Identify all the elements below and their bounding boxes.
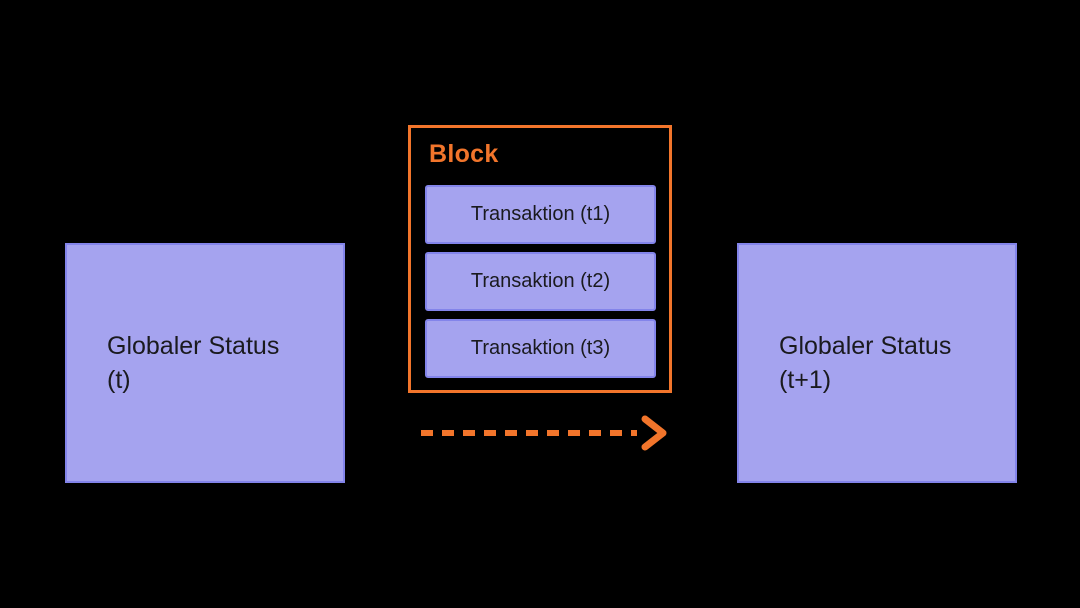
transaction-stack: Transaktion (t1) Transaktion (t2) Transa… (425, 185, 656, 378)
global-state-t-plus-1-label-line1: Globaler Status (779, 332, 952, 360)
dashed-arrow-head (641, 415, 667, 451)
global-state-t-label-line2: (t) (107, 366, 131, 394)
transaction-t2-label: Transaktion (t2) (470, 270, 611, 292)
transaction-box-t1: Transaktion (t1) (425, 185, 656, 244)
global-state-t-plus-1-label-line2: (t+1) (779, 366, 832, 394)
block-title: Block (429, 140, 499, 168)
global-state-t-label-line1: Globaler Status (107, 332, 280, 360)
block-container: Block Transaktion (t1) Transaktion (t2) … (408, 125, 672, 393)
transaction-box-t3: Transaktion (t3) (425, 319, 656, 378)
transaction-box-t2: Transaktion (t2) (425, 252, 656, 311)
global-state-t-box: Globaler Status (t) (65, 243, 345, 483)
dashed-right-arrow-icon (421, 415, 667, 451)
global-state-t-plus-1-box: Globaler Status (t+1) (737, 243, 1017, 483)
transaction-t3-label: Transaktion (t3) (470, 337, 611, 359)
transaction-t1-label: Transaktion (t1) (470, 203, 611, 225)
